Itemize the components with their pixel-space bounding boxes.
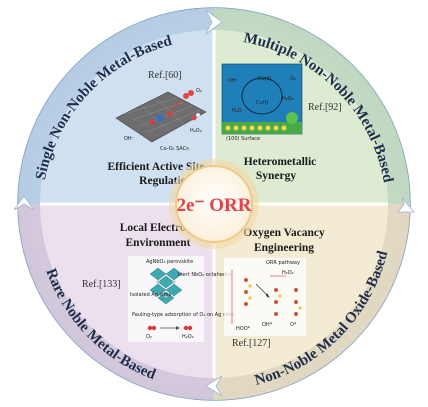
separator-arrows [13,9,415,397]
q2-label-cu2: Cu(II) [258,76,272,82]
ref-92: Ref.[92] [308,102,342,113]
q2-title-line2: Synergy [256,170,297,182]
arrow-bottom [205,375,223,397]
cu-cycle-image [221,63,303,135]
center-label: 2e⁻ ORR [177,195,252,216]
q4-label-h2o2: H₂O₂ [282,270,294,276]
q2-label-cu1: Cu(I) [256,100,268,106]
q4-inset-panel [224,258,306,336]
q3-label-h2o2: H₂O₂ [182,334,194,340]
q4-label-hoo: HOO* [236,326,251,332]
o2-molecule [183,93,189,99]
q2-label-h2o2: H₂O₂ [282,96,294,102]
q2-label-h2o: H₂O [232,108,242,114]
q1-label-h2o2: H₂O₂ [190,128,202,134]
q1-label-oh: OH⁻ [124,136,135,142]
cobalt-atom [156,114,164,122]
q1-label-sacs: Co-O₄ SACs [160,146,189,152]
q3-title-line2: Environment [126,237,191,249]
perovskite-lattice-image [149,267,183,305]
q3-label-inert: Inert NbO₆ octahedra [178,272,231,278]
q3-label-o2: O₂ [146,334,152,340]
o2-to-h2o2-scheme [147,325,193,331]
q3-label-pauling: Pauling-type adsorption of O₂ on Ag site… [132,312,235,318]
q4-title-line2: Engineering [254,242,314,254]
ref-60: Ref.[60] [148,70,182,81]
q1-title-line1: Efficient Active Site [107,161,204,173]
arrow-left [13,195,35,211]
ref-127: Ref.[127] [232,338,271,349]
q4-title-line1: Oxygen Vacancy [243,227,325,239]
q3-label-perovskite: AgNbO₃ perovskite [146,259,193,265]
q2-label-oh: OH⁻ [228,78,239,84]
ref-133: Ref.[133] [82,279,121,290]
quadrant-multiple-content: OH⁻ O₂ Cu(II) Cu(I) H₂O₂ H₂O (100) Surfa… [221,63,342,182]
q2-label-o2: O₂ [290,76,296,82]
q1-label-o2: O₂ [196,88,202,94]
q3-label-isolated: Isolated Ag sites [130,292,172,298]
q2-label-surface: (100) Surface [226,136,260,142]
q4-label-oh: OH* [262,322,273,328]
arrow-top [205,9,223,35]
graphene-sheet-image [115,90,207,143]
q4-label-o: O* [290,322,297,328]
quadrant-single-content: Ref.[60] O₂ OH⁻ Co-O₄ SACs H₂O₂ Ef [107,70,207,187]
quadrant-oxide-content: Oxygen Vacancy Engineering ORR pathway H… [224,227,325,349]
oxide-surface-image [231,270,302,324]
q4-label-pathway: ORR pathway [266,260,300,266]
arrow-right [397,197,415,213]
center-circle [175,165,253,243]
q2-title-line1: Heterometallic [244,156,317,168]
